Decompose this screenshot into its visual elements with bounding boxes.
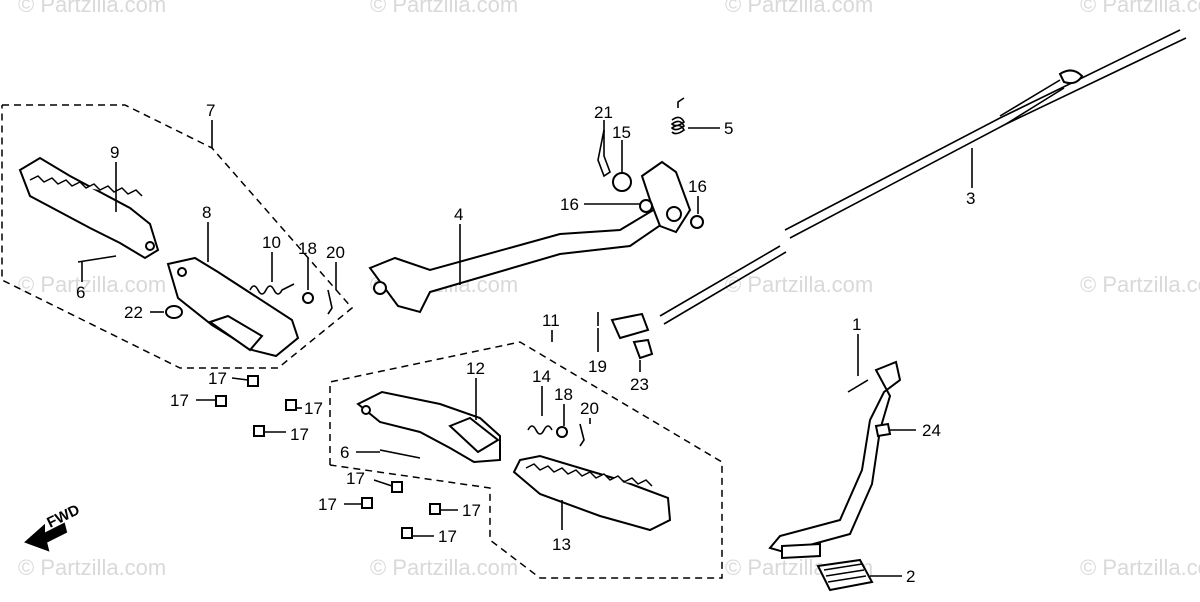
watermark: © Partzilla.com (725, 0, 874, 17)
callout-5: 5 (724, 119, 733, 138)
footpeg-bracket-8 (166, 256, 300, 358)
callout-16: 16 (560, 195, 579, 214)
brake-arm-4 (368, 204, 670, 314)
callout-7: 7 (206, 101, 215, 120)
callout-6b: 6 (340, 443, 349, 462)
callout-16: 16 (688, 177, 707, 196)
nut-16b (690, 215, 704, 229)
callout-17: 17 (304, 399, 323, 418)
callout-17: 17 (290, 425, 309, 444)
watermark: © Partzilla.com (1080, 555, 1200, 580)
cotter-pin-20b (579, 423, 585, 447)
footpeg-rubber-13 (512, 454, 672, 532)
callout-22: 22 (124, 303, 143, 322)
callout-15: 15 (612, 123, 631, 142)
footpeg-bracket-12 (356, 390, 501, 464)
assembly-outline-7 (1, 104, 354, 369)
watermark: © Partzilla.com (18, 555, 167, 580)
cotter-pin-21 (597, 129, 611, 178)
pedal-1 (768, 360, 902, 554)
callout-8: 8 (202, 203, 211, 222)
callout-18b: 18 (554, 385, 573, 404)
washer-18 (302, 292, 314, 304)
pin-6 (77, 255, 117, 263)
leader-lines (81, 120, 973, 577)
watermark: © Partzilla.com (1080, 272, 1200, 297)
watermark: © Partzilla.com (725, 272, 874, 297)
bolt-23 (632, 338, 654, 360)
callout-17: 17 (170, 391, 189, 410)
callout-23: 23 (630, 375, 649, 394)
bolts-17 (215, 375, 441, 539)
brake-rod-3 (610, 29, 1187, 340)
callout-11: 11 (542, 311, 560, 330)
callout-2: 2 (906, 567, 915, 586)
callout-6: 6 (76, 283, 85, 302)
callout-17: 17 (208, 369, 227, 388)
callout-9: 9 (110, 143, 119, 162)
pedal-tip (781, 542, 821, 560)
callout-17: 17 (462, 501, 481, 520)
callout-13: 13 (552, 535, 571, 554)
callout-10: 10 (262, 233, 281, 252)
assembly-outline-11 (329, 341, 723, 579)
bolt-24 (874, 422, 892, 438)
watermark: © Partzilla.com (1080, 0, 1200, 17)
spring-10 (249, 283, 295, 295)
footpeg-rubber-9 (18, 156, 160, 260)
spring-14 (527, 425, 553, 435)
callout-21: 21 (594, 103, 613, 122)
callout-17: 17 (438, 527, 457, 546)
callout-18: 18 (298, 239, 317, 258)
washer-22 (165, 305, 184, 319)
callout-17: 17 (318, 495, 337, 514)
callout-19: 19 (588, 357, 607, 376)
fwd-arrow: FWD (24, 501, 83, 552)
watermark: © Partzilla.com (18, 272, 167, 297)
callout-3: 3 (966, 189, 975, 208)
nut-16a (639, 199, 653, 213)
callout-4: 4 (454, 205, 463, 224)
callout-20b: 20 (580, 399, 599, 418)
watermark: © Partzilla.com (370, 555, 519, 580)
pin-6b (379, 449, 421, 459)
callout-labels: 7 9 8 10 18 20 6 22 4 16 21 15 16 5 3 19… (76, 101, 975, 586)
watermark: © Partzilla.com (18, 0, 167, 17)
callout-12: 12 (466, 359, 485, 378)
callout-17: 17 (346, 469, 365, 488)
cotter-pin-20 (327, 289, 333, 315)
washer-15 (612, 172, 632, 192)
watermark: © Partzilla.com (370, 0, 519, 17)
callout-1: 1 (852, 315, 861, 334)
callout-14: 14 (532, 367, 551, 386)
pedal-rubber-2 (816, 558, 874, 592)
callout-24: 24 (922, 421, 941, 440)
spring-5 (670, 97, 686, 135)
callout-20: 20 (326, 243, 345, 262)
washer-18b (556, 426, 568, 438)
